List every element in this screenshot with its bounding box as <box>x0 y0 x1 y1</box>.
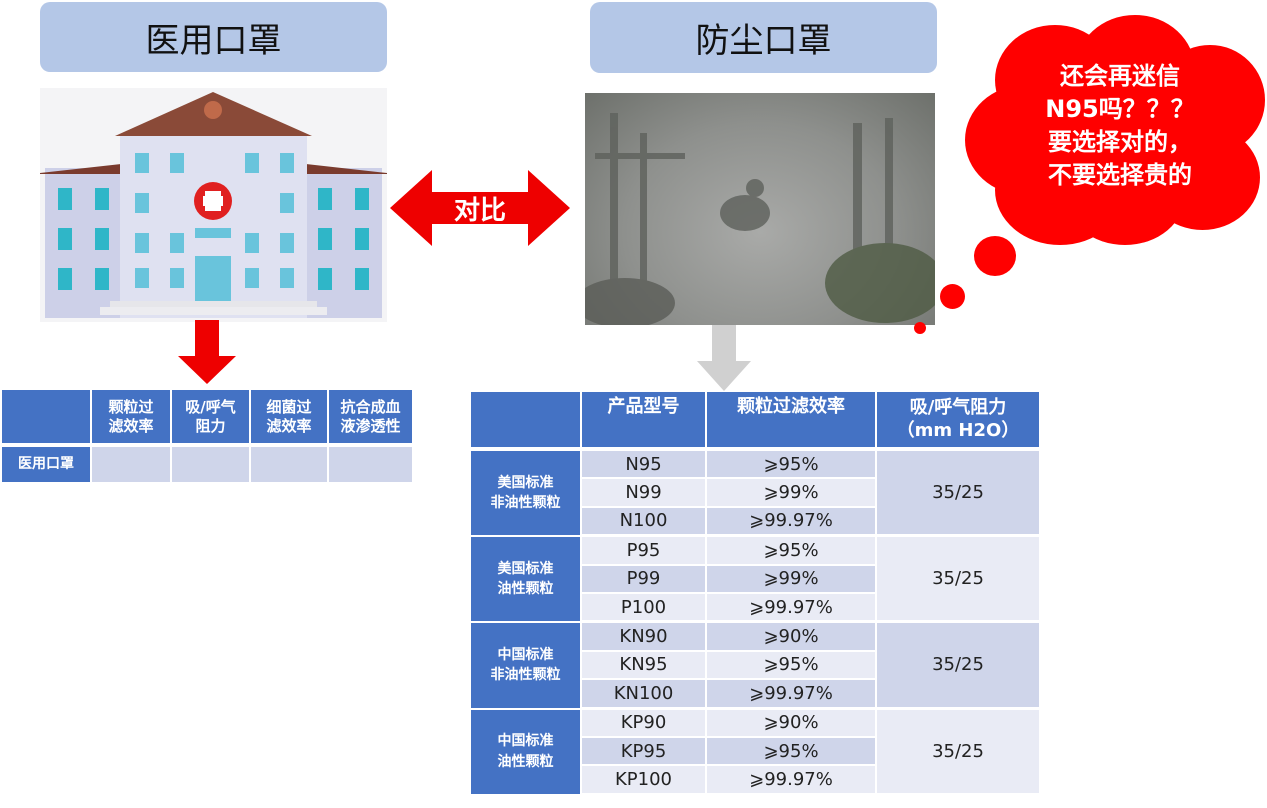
header-cell: 颗粒过滤效率 <box>707 392 875 447</box>
medical-mask-title: 医用口罩 <box>40 2 387 72</box>
group-label: 中国标准 油性颗粒 <box>471 709 580 794</box>
efficiency-cell: ⩾99.97% <box>707 594 875 621</box>
efficiency-cell: ⩾90% <box>707 709 875 736</box>
bubble-line-1: 还会再迷信 <box>1060 62 1180 90</box>
model-cell: N100 <box>582 507 705 535</box>
dust-mask-title: 防尘口罩 <box>590 2 937 73</box>
efficiency-cell: ⩾99.97% <box>707 680 875 707</box>
table-cell <box>329 447 412 482</box>
bubble-line-3: 要选择对的， <box>1048 128 1192 156</box>
bubble-dot <box>914 322 926 334</box>
header-cell <box>2 390 90 443</box>
model-cell: KN90 <box>582 623 705 650</box>
bubble-dot <box>974 236 1016 276</box>
table-cell <box>92 447 170 482</box>
thought-bubble: 还会再迷信 N95吗？？？ 要选择对的， 不要选择贵的 <box>965 15 1265 247</box>
group-label: 中国标准 非油性颗粒 <box>471 623 580 708</box>
hospital-image <box>40 88 387 322</box>
efficiency-cell: ⩾99% <box>707 479 875 506</box>
efficiency-cell: ⩾99.97% <box>707 507 875 535</box>
header-cell: 颗粒过 滤效率 <box>92 390 170 443</box>
row-label: 医用口罩 <box>2 447 90 482</box>
resistance-cell: 35/25 <box>877 623 1039 707</box>
table-cell <box>172 447 249 482</box>
header-cell: 细菌过 滤效率 <box>251 390 327 443</box>
bubble-line-4: 不要选择贵的 <box>1048 161 1192 189</box>
model-cell: KP100 <box>582 766 705 793</box>
model-cell: KN100 <box>582 680 705 707</box>
model-cell: P99 <box>582 565 705 592</box>
header-cell <box>471 392 580 447</box>
bubble-dot <box>940 284 965 309</box>
medical-mask-table: 颗粒过 滤效率 吸/呼气 阻力 细菌过 滤效率 抗合成血 液渗透性 医用口罩 <box>2 390 412 482</box>
model-cell: P100 <box>582 594 705 621</box>
model-cell: P95 <box>582 537 705 564</box>
model-cell: N95 <box>582 451 705 478</box>
down-arrow-icon <box>178 320 236 384</box>
group-label: 美国标准 非油性颗粒 <box>471 451 580 536</box>
down-arrow-gray-icon <box>697 325 751 391</box>
compare-label: 对比 <box>453 195 506 226</box>
resistance-cell: 35/25 <box>877 709 1039 793</box>
efficiency-cell: ⩾95% <box>707 651 875 679</box>
bubble-line-2: N95吗？？？ <box>1045 95 1195 123</box>
header-cell: 吸/呼气阻力 （mm H2O） <box>877 392 1039 447</box>
model-cell: KN95 <box>582 651 705 679</box>
efficiency-cell: ⩾95% <box>707 537 875 564</box>
efficiency-cell: ⩾95% <box>707 738 875 765</box>
model-cell: KP95 <box>582 738 705 765</box>
header-cell: 产品型号 <box>582 392 705 447</box>
compare-arrow: 对比 <box>390 170 570 246</box>
fog-photo <box>575 93 945 328</box>
model-cell: N99 <box>582 479 705 506</box>
header-cell: 吸/呼气 阻力 <box>172 390 249 443</box>
resistance-cell: 35/25 <box>877 451 1039 535</box>
resistance-cell: 35/25 <box>877 537 1039 621</box>
group-label: 美国标准 油性颗粒 <box>471 537 580 622</box>
efficiency-cell: ⩾95% <box>707 451 875 478</box>
efficiency-cell: ⩾99.97% <box>707 766 875 793</box>
header-cell: 抗合成血 液渗透性 <box>329 390 412 443</box>
table-cell <box>251 447 327 482</box>
model-cell: KP90 <box>582 709 705 736</box>
efficiency-cell: ⩾90% <box>707 623 875 650</box>
efficiency-cell: ⩾99% <box>707 565 875 592</box>
double-arrow-icon <box>390 170 570 246</box>
